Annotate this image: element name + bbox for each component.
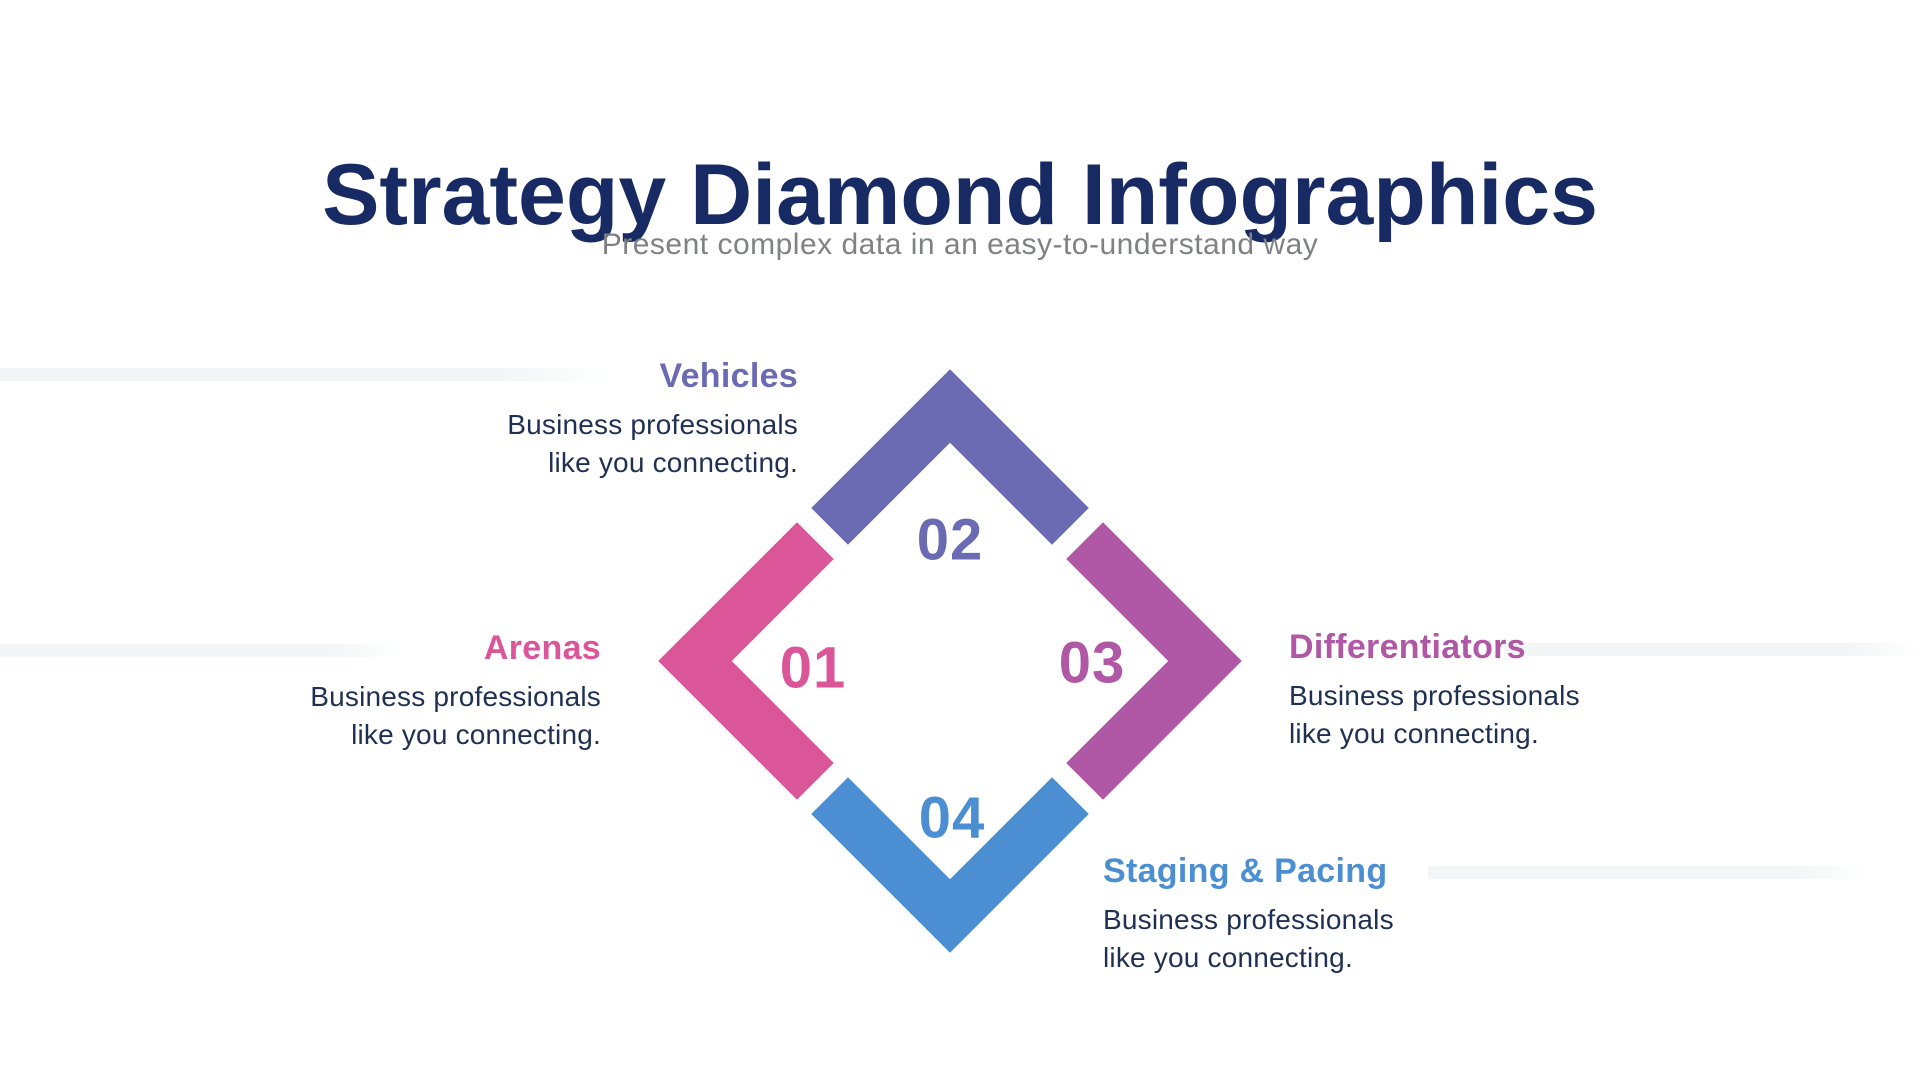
arenas-description: Business professionals like you connecti… (310, 678, 601, 754)
arenas-description-line1: Business professionals (310, 681, 601, 712)
accent-line-vehicles (0, 368, 612, 381)
vehicles-chevron (811, 369, 1089, 545)
step-number-01: 01 (779, 635, 847, 701)
vehicles-callout: Vehicles Business professionals like you… (507, 356, 798, 482)
step-number-03: 03 (1058, 630, 1126, 696)
step-number-02: 02 (916, 507, 984, 573)
differentiators-description-line2: like you connecting. (1289, 718, 1539, 749)
page-title: Strategy Diamond Infographics (322, 146, 1598, 243)
arenas-callout: Arenas Business professionals like you c… (310, 628, 601, 754)
staging-callout: Staging & Pacing Business professionals … (1103, 851, 1394, 977)
staging-chevron (811, 777, 1089, 953)
page-subtitle: Present complex data in an easy-to-under… (601, 228, 1319, 261)
step-number-04: 04 (918, 785, 986, 851)
differentiators-callout: Differentiators Business professionals l… (1289, 627, 1580, 753)
staging-description: Business professionals like you connecti… (1103, 901, 1394, 977)
staging-description-line2: like you connecting. (1103, 942, 1353, 973)
accent-line-differentiators (1504, 643, 1920, 656)
arenas-description-line2: like you connecting. (351, 719, 601, 750)
arenas-chevron (658, 522, 834, 800)
staging-description-line1: Business professionals (1103, 904, 1394, 935)
differentiators-description: Business professionals like you connecti… (1289, 677, 1580, 753)
vehicles-description-line1: Business professionals (507, 409, 798, 440)
accent-line-arenas (0, 644, 402, 657)
vehicles-label: Vehicles (659, 357, 798, 395)
vehicles-description: Business professionals like you connecti… (507, 406, 798, 482)
differentiators-label: Differentiators (1289, 628, 1526, 666)
arenas-label: Arenas (483, 629, 601, 667)
accent-line-staging (1428, 866, 1868, 879)
vehicles-description-line2: like you connecting. (548, 447, 798, 478)
differentiators-description-line1: Business professionals (1289, 680, 1580, 711)
differentiators-chevron (1066, 522, 1242, 800)
staging-label: Staging & Pacing (1103, 852, 1388, 890)
